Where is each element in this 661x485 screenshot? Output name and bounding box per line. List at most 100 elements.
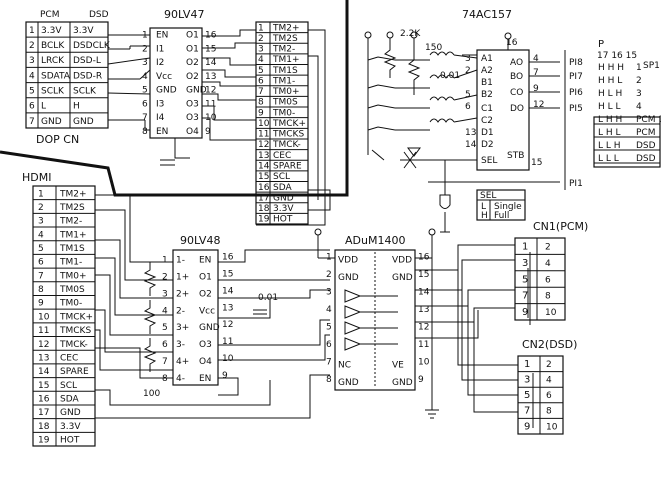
lv48-right-pin-name: EN bbox=[199, 374, 211, 384]
dop-row-num: 7 bbox=[29, 117, 35, 127]
mux-left-pin-num: 6 bbox=[465, 102, 471, 112]
hdmi-row-name: TM0- bbox=[59, 299, 82, 309]
mux-left-pin-name: D2 bbox=[481, 140, 494, 150]
dop-connector-label: DOP CN bbox=[36, 133, 79, 146]
lv47-right-pin-name: O2 bbox=[186, 72, 199, 82]
mux-left-pin-name: C2 bbox=[481, 116, 493, 126]
lv48-left-pin-name: 1+ bbox=[176, 273, 189, 283]
hdmi-row-name: TMCKS bbox=[59, 326, 91, 336]
chip-90lv47-title: 90LV47 bbox=[164, 8, 204, 21]
cn2-title: CN2(DSD) bbox=[522, 338, 577, 351]
lv48-right-pin-num: 12 bbox=[222, 320, 233, 330]
adum-right-pin-name: GND bbox=[392, 273, 413, 283]
hdmi-row-num: 19 bbox=[38, 436, 50, 446]
cn1-right-pin: 10 bbox=[545, 308, 557, 318]
cn2-right-pin: 10 bbox=[546, 422, 558, 432]
pi-label: PI6 bbox=[569, 88, 583, 98]
truth-row-out: 2 bbox=[636, 76, 642, 86]
lv47-left-pin-name: EN bbox=[156, 127, 168, 137]
lv48-right-pin-num: 15 bbox=[222, 270, 233, 280]
hdmi-top-row-name: SPARE bbox=[273, 162, 302, 172]
mux-pin16: 16 bbox=[506, 38, 518, 48]
hdmi-top-row-name: CEC bbox=[273, 151, 291, 161]
hdmi-top-row-num: 12 bbox=[258, 140, 269, 150]
hdmi-top-row-name: TMCK+ bbox=[272, 119, 306, 129]
lv47-left-pin-name: I3 bbox=[156, 99, 164, 109]
hdmi-top-row-name: HOT bbox=[273, 215, 293, 225]
adum-left-pin-num: 6 bbox=[326, 340, 332, 350]
cn2-left-pin: 1 bbox=[524, 359, 530, 370]
lv48-right-pin-num: 11 bbox=[222, 337, 233, 347]
hdmi-row-num: 6 bbox=[38, 258, 44, 268]
hdmi-top-row-num: 14 bbox=[258, 162, 270, 172]
mux-stb-num: 15 bbox=[531, 158, 542, 168]
lv47-left-pin-name: Vcc bbox=[156, 72, 172, 82]
buffer-1-icon bbox=[344, 289, 362, 303]
sel-row-2-val: Full bbox=[494, 211, 509, 221]
adum-left-pin-name: GND bbox=[338, 378, 359, 388]
lv47-right-pin-num: 11 bbox=[205, 99, 216, 109]
hdmi-top-row-name: TMCK- bbox=[272, 140, 301, 150]
hdmi-row-num: 14 bbox=[38, 367, 50, 377]
hdmi-top-row-num: 15 bbox=[258, 172, 269, 182]
adum-left-pin-num: 7 bbox=[326, 357, 332, 367]
hdmi-top-row-num: 8 bbox=[258, 98, 264, 108]
hdmi-row-num: 1 bbox=[38, 189, 44, 199]
lv48-left-pin-name: 3+ bbox=[176, 323, 189, 333]
cn1-left-pin: 9 bbox=[522, 307, 528, 318]
lv47-right-pin-num: 13 bbox=[205, 72, 216, 82]
mux-right-pin-num: 7 bbox=[533, 68, 539, 78]
mux-right-pin-name: DO bbox=[510, 104, 524, 114]
truth-row-out: PCM 12 bbox=[636, 115, 661, 125]
hdmi-top-row-name: SDA bbox=[273, 183, 292, 193]
lv47-right-pin-name: O3 bbox=[186, 113, 199, 123]
lv47-right-pin-name: GND bbox=[186, 86, 207, 96]
dop-row-num: 1 bbox=[29, 26, 35, 36]
hdmi-top-row-num: 17 bbox=[258, 193, 269, 203]
lv48-left-pin-num: 6 bbox=[162, 340, 168, 350]
lv47-right-pin-name: O1 bbox=[186, 31, 199, 41]
hdmi-row-name: SPARE bbox=[60, 367, 89, 377]
lv47-left-pin-num: 5 bbox=[142, 86, 148, 96]
lv47-left-pin-num: 6 bbox=[142, 99, 148, 109]
lv48-right-pin-num: 16 bbox=[222, 253, 234, 263]
truth-table-pins: 17 16 15 bbox=[597, 51, 637, 61]
hdmi-row-num: 16 bbox=[38, 395, 50, 405]
buffer-4-icon bbox=[344, 337, 362, 351]
mux-right-pin-num: 12 bbox=[533, 100, 544, 110]
cn1-right-pin: 4 bbox=[545, 259, 551, 269]
dop-row-pcm: GND bbox=[41, 117, 62, 127]
adum-right-pin-num: 9 bbox=[418, 375, 424, 385]
lv47-right-pin-num: 15 bbox=[205, 44, 216, 54]
truth-table-p: P bbox=[598, 39, 604, 50]
cn2-right-pin: 8 bbox=[546, 407, 552, 417]
lv47-left-pin-num: 2 bbox=[142, 44, 148, 54]
lv48-right-pin-num: 9 bbox=[222, 371, 228, 381]
hdmi-top-row-num: 5 bbox=[258, 66, 264, 76]
truth-row-bits: L H L bbox=[598, 128, 621, 138]
cn2-left-pin: 5 bbox=[524, 390, 530, 401]
hdmi-row-num: 18 bbox=[38, 422, 50, 432]
lv48-left-pin-name: 4+ bbox=[176, 357, 189, 367]
hdmi-row-num: 17 bbox=[38, 408, 49, 418]
dip-switch-network bbox=[364, 31, 512, 233]
mux-left-pin-name: A1 bbox=[481, 54, 493, 64]
hdmi-row-name: SCL bbox=[60, 381, 77, 391]
cn2-left-pin: 7 bbox=[524, 406, 530, 417]
hdmi-row-num: 2 bbox=[38, 203, 44, 213]
hdmi-top-row-num: 4 bbox=[258, 55, 264, 65]
pi-label: PI8 bbox=[569, 58, 583, 68]
lv47-left-pin-num: 7 bbox=[142, 113, 148, 123]
cn2-right-pin: 2 bbox=[546, 360, 552, 370]
adum-right-pin-num: 14 bbox=[418, 287, 430, 297]
hdmi-top-row-name: SCL bbox=[273, 172, 290, 182]
hdmi-top-row-name: TM2+ bbox=[272, 23, 300, 33]
hdmi-row-num: 15 bbox=[38, 381, 49, 391]
truth-row-bits: H H H bbox=[598, 63, 624, 73]
adum-left-pin-num: 5 bbox=[326, 322, 332, 332]
sel-row-1-val: Single bbox=[494, 202, 522, 212]
lv47-right-pin-num: 9 bbox=[205, 127, 211, 137]
mux-left-pin-name: C1 bbox=[481, 104, 493, 114]
adum-right-pin-num: 16 bbox=[418, 252, 430, 262]
